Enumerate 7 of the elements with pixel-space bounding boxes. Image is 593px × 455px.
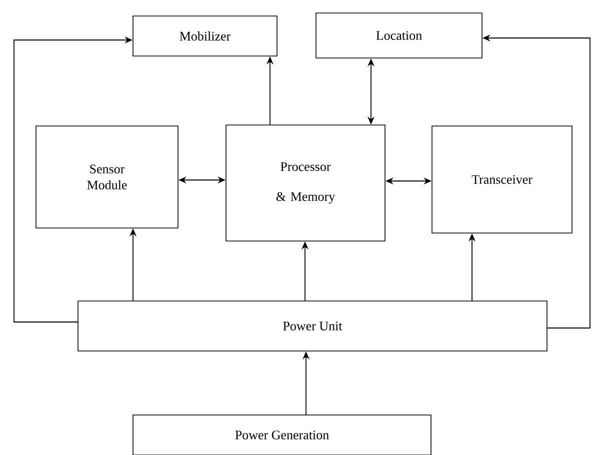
process-box: Mobilizer [132,16,278,56]
process-box: Processor & Memory [226,124,386,242]
process-box: Power Unit [78,300,548,352]
process-box: Power Generation [132,414,432,455]
process-box: Transceiver [432,126,572,234]
process-box: Sensor Module [36,126,178,228]
process-box: Location [316,12,482,58]
